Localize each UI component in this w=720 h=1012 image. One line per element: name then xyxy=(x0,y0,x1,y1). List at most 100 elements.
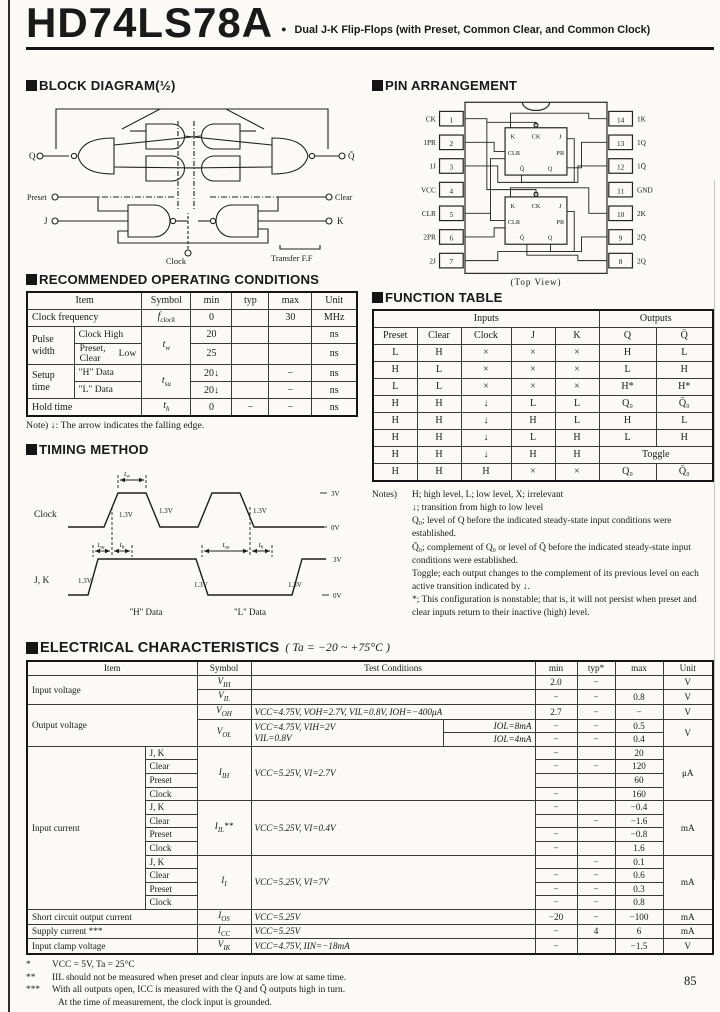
table-cell: H xyxy=(372,463,418,482)
table-cell: 2.7 xyxy=(534,703,578,720)
static-element: h xyxy=(166,405,170,414)
table-row: Output voltage VOH VCC=4.75V, VOH=2.7V, … xyxy=(26,703,714,747)
pin-diagram: 1 2 3 4 5 6 7 14 13 12 11 10 9 8 CK 1PR … xyxy=(421,101,653,274)
k-label: K xyxy=(337,216,344,226)
table-row: Clock−−0.8 xyxy=(27,895,713,910)
diagram-element xyxy=(510,187,607,214)
ff-label: Q xyxy=(548,235,553,242)
diagram-element xyxy=(279,245,321,250)
diagram-element xyxy=(608,229,634,245)
table-cell: H xyxy=(372,361,418,379)
table-cell: − xyxy=(534,718,578,734)
table-cell: Q₀ xyxy=(598,463,657,482)
table-cell: − xyxy=(534,732,578,747)
diagram-element xyxy=(139,477,144,483)
table-cell: V xyxy=(662,703,714,720)
table-cell: 2.0 xyxy=(534,674,578,691)
table-cell: VCC=5.25V, VI=2.7V xyxy=(250,745,536,802)
table-cell xyxy=(231,309,270,327)
diagram-element xyxy=(55,108,265,149)
static-element: OL xyxy=(222,730,232,739)
timing-method-title: TIMING METHOD xyxy=(39,442,149,457)
static-element: VIL=0.8V xyxy=(254,732,292,743)
table-cell: L xyxy=(554,412,600,430)
note-line: Q₀; level of Q before the indicated stea… xyxy=(412,516,672,540)
diagram-element xyxy=(465,227,506,238)
diagram-element xyxy=(438,101,634,274)
static-element: ***With all outputs open, ICC is measure… xyxy=(26,984,714,997)
section-electrical: ELECTRICAL CHARACTERISTICS ( Ta = −20 ~ … xyxy=(26,640,714,1010)
diagram-element xyxy=(465,158,506,222)
function-table-title: FUNCTION TABLE xyxy=(385,290,503,305)
table-cell: Unit xyxy=(311,291,358,310)
table-cell: ns xyxy=(311,364,358,383)
diagram-element xyxy=(526,244,607,262)
table-cell: Clear xyxy=(144,813,198,829)
pin-number: 1 xyxy=(450,116,454,124)
table-cell: 0.3 xyxy=(614,881,664,897)
table-cell xyxy=(268,326,313,344)
pin-label: CK xyxy=(426,115,437,123)
ff-label: PR xyxy=(556,219,565,226)
clock-waveform-label: Clock xyxy=(34,510,57,520)
diagram-element xyxy=(438,252,464,269)
table-cell: J, K xyxy=(144,800,198,815)
table-cell: V xyxy=(662,938,714,955)
note-line: ↓; transition from high to low level xyxy=(412,503,544,514)
static-element: CC xyxy=(220,929,231,938)
tsu-label: tsu xyxy=(223,540,230,551)
table-cell: Output voltage xyxy=(26,703,198,747)
diagram-element xyxy=(36,152,44,160)
table-cell: 20↓ xyxy=(190,381,233,400)
pin-number: 6 xyxy=(450,235,454,243)
table-cell: Q̄₀ xyxy=(655,463,714,482)
table-cell: H xyxy=(372,446,418,464)
table-cell: VIK xyxy=(196,938,252,955)
table-row: Input current J, K IIH VCC=5.25V, VI=2.7… xyxy=(26,745,714,910)
static-element: HD74LS78A ● Dual J-K Flip-Flops (with Pr… xyxy=(26,2,714,44)
table-cell: IIL** xyxy=(196,800,252,856)
ff-label: J xyxy=(559,134,562,141)
diagram-element: h xyxy=(261,545,264,551)
static-element: At the time of measurement, the clock in… xyxy=(26,997,714,1010)
table-cell: ↓ xyxy=(460,429,512,447)
block-diagram-title: BLOCK DIAGRAM(½) xyxy=(39,78,176,93)
jk-waveform-label: J, K xyxy=(34,576,49,586)
table-cell: Unit xyxy=(662,660,714,676)
pin-number: 14 xyxy=(617,116,625,124)
ff-label: K xyxy=(511,134,516,141)
table-cell: ns xyxy=(311,342,358,366)
table-cell: Inputs xyxy=(372,309,600,328)
table-cell: typ* xyxy=(576,660,616,676)
table-cell: Hold time xyxy=(26,398,143,417)
table-cell: − xyxy=(576,908,616,925)
table-cell: Supply current *** xyxy=(26,923,198,940)
diagram-element xyxy=(438,229,464,245)
table-cell: VCC=5.25V, VI=0.4V xyxy=(250,800,536,856)
table-cell: H xyxy=(416,463,462,482)
square-bullet-icon xyxy=(372,80,383,91)
note-line: Q̄₀; complement of Q₀ or level of Q̄ bef… xyxy=(412,542,691,566)
table-cell: × xyxy=(554,463,600,482)
static-element: clock xyxy=(160,316,176,325)
pin-number: 3 xyxy=(450,164,454,172)
table-cell: IIH xyxy=(196,745,252,802)
diagram-element xyxy=(325,217,333,225)
diagram-element xyxy=(113,135,202,146)
table-cell: − xyxy=(576,881,616,897)
static-element: IL xyxy=(223,695,230,704)
table-row: Setup time "H" Data tsu 20↓−ns xyxy=(26,364,358,400)
diagram-element xyxy=(243,548,248,554)
table-cell: Pulse width xyxy=(26,325,75,366)
table-cell: 0 xyxy=(190,309,233,327)
table-cell: − xyxy=(268,364,313,383)
table-cell: 25 xyxy=(190,342,233,366)
table-cell xyxy=(534,772,578,788)
diagram-element xyxy=(608,205,634,222)
table-cell: Item xyxy=(26,660,198,676)
table-cell: L xyxy=(510,429,556,447)
